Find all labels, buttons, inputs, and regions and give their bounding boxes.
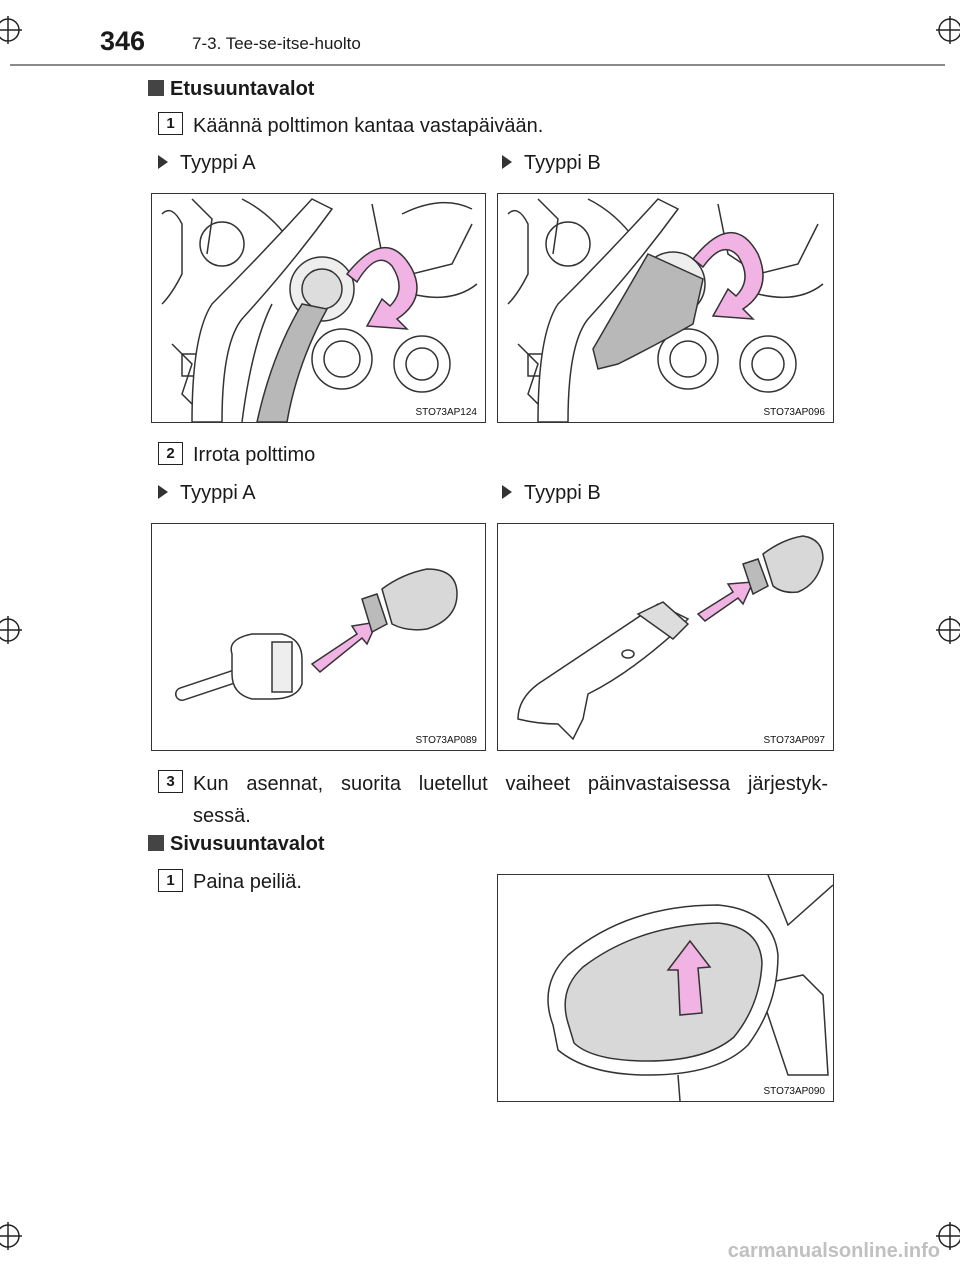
figure-code: STO73AP089: [413, 735, 479, 746]
illustration-bulb-removal-type-a: STO73AP089: [151, 523, 486, 751]
header-divider: [10, 64, 945, 66]
step-number-box: 1: [158, 869, 183, 892]
step-number-box: 1: [158, 112, 183, 135]
figure-code: STO73AP096: [761, 407, 827, 418]
section-bullet-icon: [148, 835, 164, 851]
figure-code: STO73AP124: [413, 407, 479, 418]
type-label-a: Tyyppi A: [158, 482, 256, 505]
watermark: carmanualsonline.info: [727, 1240, 940, 1262]
step-text: Irrota polttimo: [193, 444, 316, 466]
chapter-title: 7-3. Tee-se-itse-huolto: [192, 34, 361, 53]
triangle-bullet-icon: [158, 485, 168, 499]
type-label-b: Tyyppi B: [502, 152, 601, 175]
illustration-bulb-removal-type-b: STO73AP097: [497, 523, 834, 751]
step-number-box: 2: [158, 442, 183, 465]
step-number-box: 3: [158, 770, 183, 793]
page-number: 346: [100, 26, 146, 56]
figure-code: STO73AP090: [761, 1086, 827, 1097]
type-label-a: Tyyppi A: [158, 152, 256, 175]
triangle-bullet-icon: [502, 155, 512, 169]
step-text: Käännä polttimon kantaa vastapäivään.: [193, 115, 544, 137]
step-text: Paina peiliä.: [193, 871, 302, 893]
step-text-line2: sessä.: [193, 805, 251, 827]
illustration-press-mirror: STO73AP090: [497, 874, 834, 1102]
section-bullet-icon: [148, 80, 164, 96]
figure-code: STO73AP097: [761, 735, 827, 746]
step-text-line1: Kun asennat, suorita luetellut vaiheet p…: [193, 773, 828, 795]
triangle-bullet-icon: [502, 485, 512, 499]
type-label-b: Tyyppi B: [502, 482, 601, 505]
illustration-bulb-socket-turn-type-b: STO73AP096: [497, 193, 834, 423]
section-heading-front-signals: Etusuuntavalot: [148, 78, 314, 101]
section-heading-side-signals: Sivusuuntavalot: [148, 833, 324, 856]
illustration-bulb-socket-turn-type-a: STO73AP124: [151, 193, 486, 423]
triangle-bullet-icon: [158, 155, 168, 169]
